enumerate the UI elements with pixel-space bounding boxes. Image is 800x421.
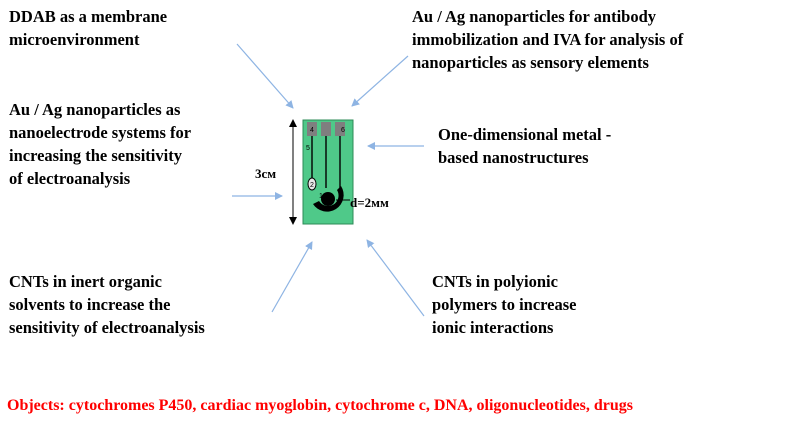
counter-electrode (313, 186, 344, 212)
label-antibody-line-1: Au / Ag nanoparticles for antibody (412, 7, 657, 26)
pad-number-3: 3 (319, 205, 323, 212)
label-cnt-inert-line-3: sensitivity of electroanalysis (9, 318, 205, 337)
pad-number-4: 4 (310, 127, 314, 134)
contact-pad-right (335, 122, 345, 136)
label-nanoelectrode-line-2: nanoelectrode systems for (9, 123, 192, 142)
pad-number-5: 5 (306, 145, 310, 152)
label-nanoelectrode-line-3: increasing the sensitivity (9, 146, 182, 165)
label-one-dimensional-line-2: based nanostructures (438, 148, 589, 167)
arrow-antibody (351, 55, 409, 107)
label-ddab: DDAB as a membrane microenvironment (9, 5, 167, 51)
reference-electrode (307, 177, 317, 191)
diameter-pointer (336, 199, 350, 201)
label-antibody: Au / Ag nanoparticles for antibody immob… (412, 5, 683, 74)
arrow-ddab (236, 43, 294, 109)
label-one-dimensional-line-1: One-dimensional metal - (438, 125, 612, 144)
pad-number-1: 1 (319, 193, 323, 200)
screen-printed-electrode: 4 5 6 2 1 3 (302, 119, 354, 225)
label-cnt-polyionic-line-1: CNTs in polyionic (432, 272, 558, 291)
label-nanoelectrode-line-4: of electroanalysis (9, 169, 131, 188)
height-label: 3см (255, 166, 277, 181)
contact-pad-left (307, 122, 317, 136)
label-nanoelectrode: Au / Ag nanoparticles as nanoelectrode s… (9, 98, 191, 190)
label-one-dimensional: One-dimensional metal - based nanostruct… (438, 123, 611, 169)
working-electrode (321, 192, 335, 206)
arrow-cnt-inert (271, 241, 313, 313)
label-antibody-line-3: nanoparticles as sensory elements (412, 53, 649, 72)
diameter-label: d=2мм (350, 195, 389, 210)
arrow-cnt-polyionic (366, 239, 425, 317)
label-cnt-polyionic: CNTs in polyionic polymers to increase i… (432, 270, 577, 339)
label-ddab-line-1: DDAB as a membrane (9, 7, 168, 26)
label-antibody-line-2: immobilization and IVA for analysis of (412, 30, 684, 49)
pad-number-2: 2 (310, 182, 314, 189)
label-nanoelectrode-line-1: Au / Ag nanoparticles as (9, 100, 181, 119)
label-cnt-inert-line-1: CNTs in inert organic (9, 272, 162, 291)
label-cnt-polyionic-line-3: ionic interactions (432, 318, 554, 337)
label-ddab-line-2: microenvironment (9, 30, 140, 49)
label-cnt-inert: CNTs in inert organic solvents to increa… (9, 270, 205, 339)
pad-number-6: 6 (341, 127, 345, 134)
label-cnt-inert-line-2: solvents to increase the (9, 295, 171, 314)
label-cnt-polyionic-line-2: polymers to increase (432, 295, 577, 314)
contact-pad-middle (321, 122, 331, 136)
height-dimension (289, 119, 297, 225)
objects-caption: Objects: cytochromes P450, cardiac myogl… (7, 397, 633, 414)
